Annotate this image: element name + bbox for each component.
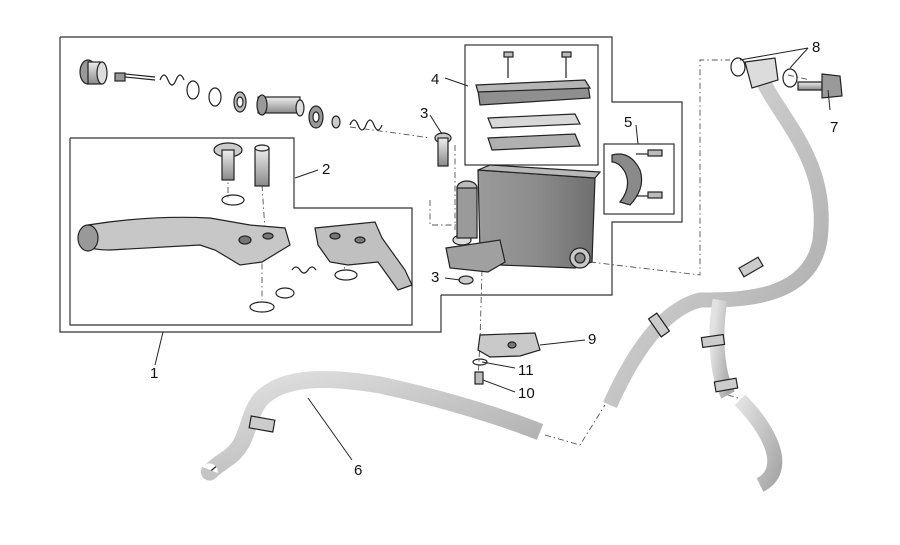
brake-hose-lower bbox=[200, 371, 544, 481]
assembly-frame-1 bbox=[59, 36, 683, 333]
cover-screw-left bbox=[503, 51, 514, 78]
banjo-washer-right bbox=[782, 68, 798, 88]
callout-10: 10 bbox=[518, 385, 535, 402]
lever-pin bbox=[213, 142, 245, 206]
lever-washer-right bbox=[334, 269, 358, 281]
circlip-ring bbox=[186, 80, 222, 107]
brake-lever-group bbox=[77, 142, 413, 313]
handlebar-clamp-group bbox=[611, 149, 663, 206]
lever-spring bbox=[291, 266, 317, 274]
clamp-bolt-lower bbox=[636, 191, 663, 199]
small-spring bbox=[159, 74, 185, 86]
brake-hose-upper bbox=[603, 57, 829, 492]
callout-6: 6 bbox=[354, 462, 362, 479]
callout-8: 8 bbox=[812, 39, 820, 56]
callout-11: 11 bbox=[518, 362, 534, 379]
callout-4: 4 bbox=[431, 71, 439, 88]
pivot-nut bbox=[458, 275, 474, 285]
push-rod bbox=[114, 72, 156, 82]
assembly-centre-lines bbox=[227, 59, 811, 446]
callout-3-upper: 3 bbox=[420, 105, 428, 122]
dust-boot-cap bbox=[79, 59, 108, 85]
leader-lines bbox=[154, 47, 831, 461]
callout-2: 2 bbox=[322, 161, 330, 178]
reservoir-cover-group bbox=[475, 51, 592, 151]
banjo-washer-left bbox=[730, 57, 746, 77]
return-spring bbox=[349, 119, 383, 131]
cover-screw-right bbox=[561, 51, 572, 78]
master-cylinder-body bbox=[445, 164, 602, 273]
lever-bushing bbox=[254, 144, 270, 187]
piston-kit bbox=[79, 59, 383, 131]
callout-9: 9 bbox=[588, 331, 596, 348]
callout-1: 1 bbox=[150, 365, 158, 382]
clamp-bolt-upper bbox=[636, 149, 663, 157]
switch-screw bbox=[474, 371, 484, 385]
adjuster-plate bbox=[314, 221, 413, 291]
pivot-bolt bbox=[434, 132, 452, 167]
callout-7: 7 bbox=[830, 119, 838, 136]
brake-light-switch bbox=[477, 332, 541, 358]
cup-seal bbox=[308, 105, 341, 129]
cap-diaphragm bbox=[487, 133, 581, 151]
callout-5: 5 bbox=[624, 114, 632, 131]
callout-labels: 1 2 3 3 4 5 6 7 8 9 11 10 bbox=[150, 39, 838, 479]
seal-ring bbox=[233, 91, 247, 113]
reservoir-cap bbox=[475, 79, 592, 106]
callout-3-lower: 3 bbox=[431, 269, 439, 286]
piston bbox=[256, 94, 305, 117]
cap-plate bbox=[487, 113, 581, 129]
clamp-frame-5 bbox=[603, 143, 675, 215]
lever-circlip bbox=[249, 287, 295, 313]
brake-lever bbox=[77, 216, 291, 266]
lever-frame-2 bbox=[69, 137, 413, 326]
cover-frame-4 bbox=[464, 44, 599, 166]
banjo-bolt bbox=[797, 73, 843, 99]
switch-washer bbox=[472, 358, 488, 366]
